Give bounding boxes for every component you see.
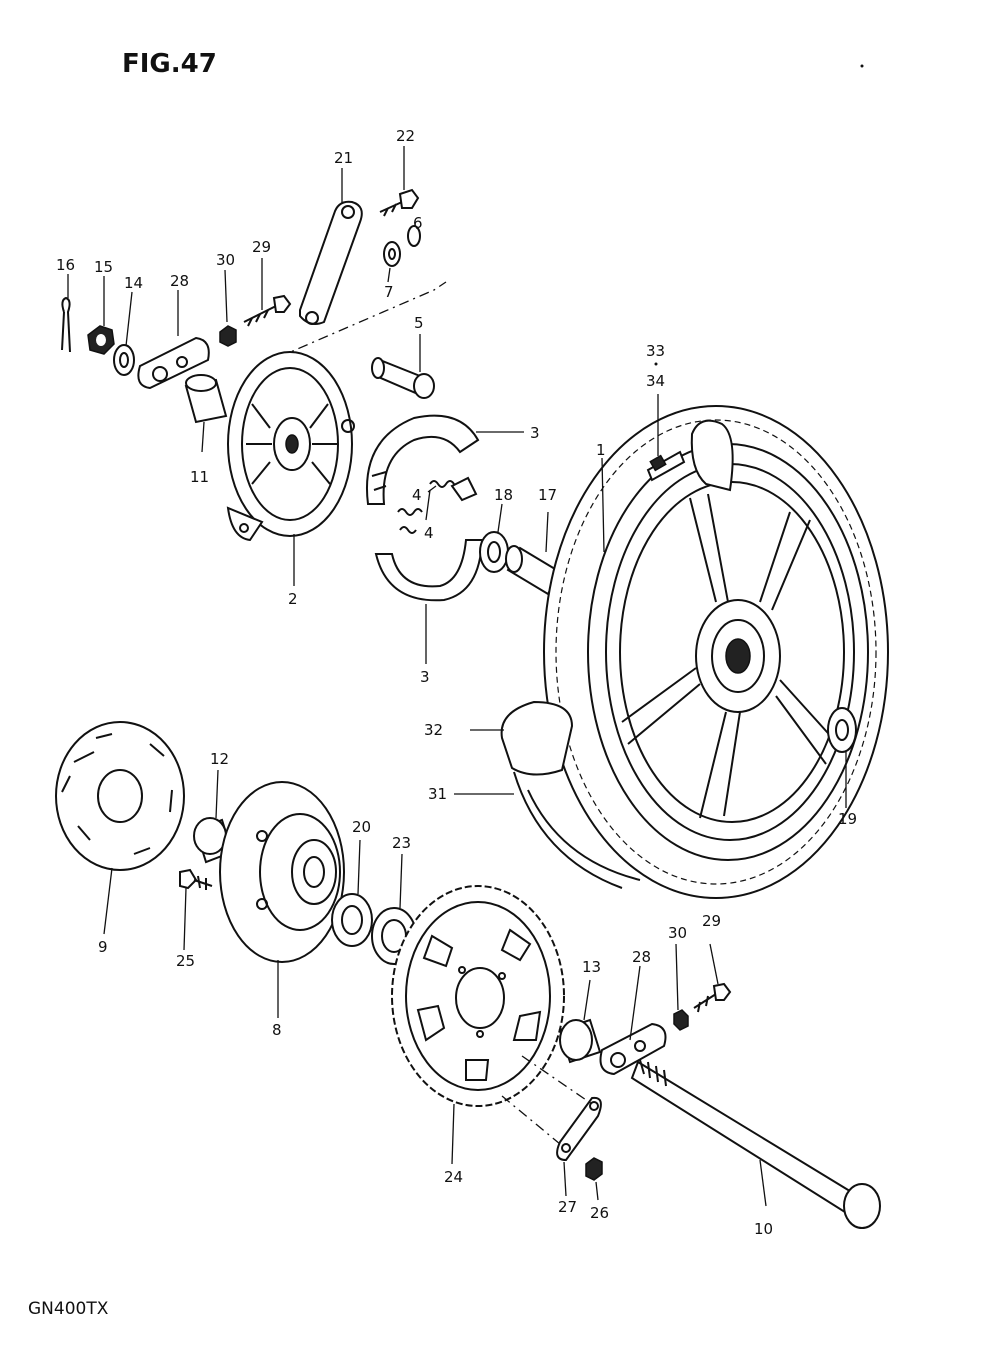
sprocket-hub-part — [219, 781, 345, 963]
hub-bearing-part — [331, 893, 373, 947]
callout-23: 23 — [392, 834, 411, 852]
speck — [860, 64, 864, 68]
callout-28-right: 28 — [632, 948, 651, 966]
callout-14: 14 — [124, 274, 143, 292]
oil-seal-part — [479, 531, 509, 573]
callout-29-right: 29 — [702, 912, 721, 930]
callout-4-upper: 4 — [412, 486, 422, 504]
callout-18: 18 — [494, 486, 513, 504]
callout-30-left: 30 — [216, 251, 235, 269]
callout-34: 34 — [646, 372, 665, 390]
leader-lines — [67, 146, 847, 1207]
callout-13: 13 — [582, 958, 601, 976]
brake-spring-lower-part — [397, 508, 423, 534]
callout-9: 9 — [98, 938, 108, 956]
callout-12: 12 — [210, 750, 229, 768]
lock-plate-part — [556, 1096, 602, 1162]
tire-cutaway-part — [500, 700, 641, 889]
brake-shoe-upper-part — [366, 414, 480, 505]
brake-shoe-pivot-block — [450, 476, 478, 502]
callout-24: 24 — [444, 1168, 463, 1186]
brake-cam-lever-part — [299, 200, 363, 325]
callout-29-left: 29 — [252, 238, 271, 256]
lever-bolt-part — [379, 188, 420, 217]
callout-5: 5 — [414, 314, 424, 332]
callout-25: 25 — [176, 952, 195, 970]
callout-2: 2 — [288, 590, 298, 608]
callout-32: 32 — [424, 721, 443, 739]
wheel-oil-seal-part — [827, 707, 857, 753]
tire-valve-part — [646, 450, 686, 482]
callout-3-upper: 3 — [530, 424, 540, 442]
callout-16: 16 — [56, 256, 75, 274]
callout-26: 26 — [590, 1204, 609, 1222]
callout-4-lower: 4 — [424, 524, 434, 542]
bolt-part-right — [693, 982, 732, 1013]
callout-28-left: 28 — [170, 272, 189, 290]
callout-27: 27 — [558, 1198, 577, 1216]
brake-panel-part — [226, 351, 355, 542]
cushion-damper-part — [55, 721, 185, 871]
rear-sprocket-part — [391, 885, 565, 1107]
figure-title: FIG.47 — [122, 49, 217, 79]
chain-adjuster-part-left — [137, 336, 210, 390]
brake-cam-part — [371, 357, 435, 399]
cotter-pin-part — [61, 296, 71, 353]
nut-part-right — [673, 1009, 689, 1031]
callout-1: 1 — [596, 441, 606, 459]
callout-31: 31 — [428, 785, 447, 803]
callout-19: 19 — [838, 810, 857, 828]
callout-17: 17 — [538, 486, 557, 504]
bolt-part-left — [243, 294, 292, 327]
alignment-line-lever — [257, 281, 447, 367]
alignment-line-sprocket — [501, 1055, 593, 1145]
brake-shoe-lower-part — [374, 539, 484, 602]
callout-11: 11 — [190, 468, 209, 486]
chain-adjuster-part-right — [599, 1022, 667, 1076]
rear-wheel-part — [543, 405, 889, 899]
callout-33-34-dot — [654, 362, 658, 366]
model-code: GN400TX — [28, 1299, 109, 1319]
callout-8: 8 — [272, 1021, 282, 1039]
callout-20: 20 — [352, 818, 371, 836]
lever-washer-part — [383, 241, 401, 267]
spacer-part-left — [184, 374, 228, 424]
rear-axle-part — [630, 1059, 881, 1229]
washer-part — [113, 344, 135, 376]
callout-6: 6 — [413, 214, 423, 232]
nut-part-left — [219, 325, 237, 347]
callout-33: 33 — [646, 342, 665, 360]
axle-spacer-part — [558, 1018, 602, 1064]
axle-nut-part — [87, 325, 115, 355]
callout-7: 7 — [384, 283, 394, 301]
sprocket-nut-part — [585, 1157, 603, 1181]
callout-22: 22 — [396, 127, 415, 145]
lever-lockwasher-part — [407, 225, 421, 247]
callout-30-right: 30 — [668, 924, 687, 942]
callout-10: 10 — [754, 1220, 773, 1238]
callout-21: 21 — [334, 149, 353, 167]
callout-3-lower: 3 — [420, 668, 430, 686]
hub-bolt-part — [179, 868, 213, 890]
callout-15: 15 — [94, 258, 113, 276]
